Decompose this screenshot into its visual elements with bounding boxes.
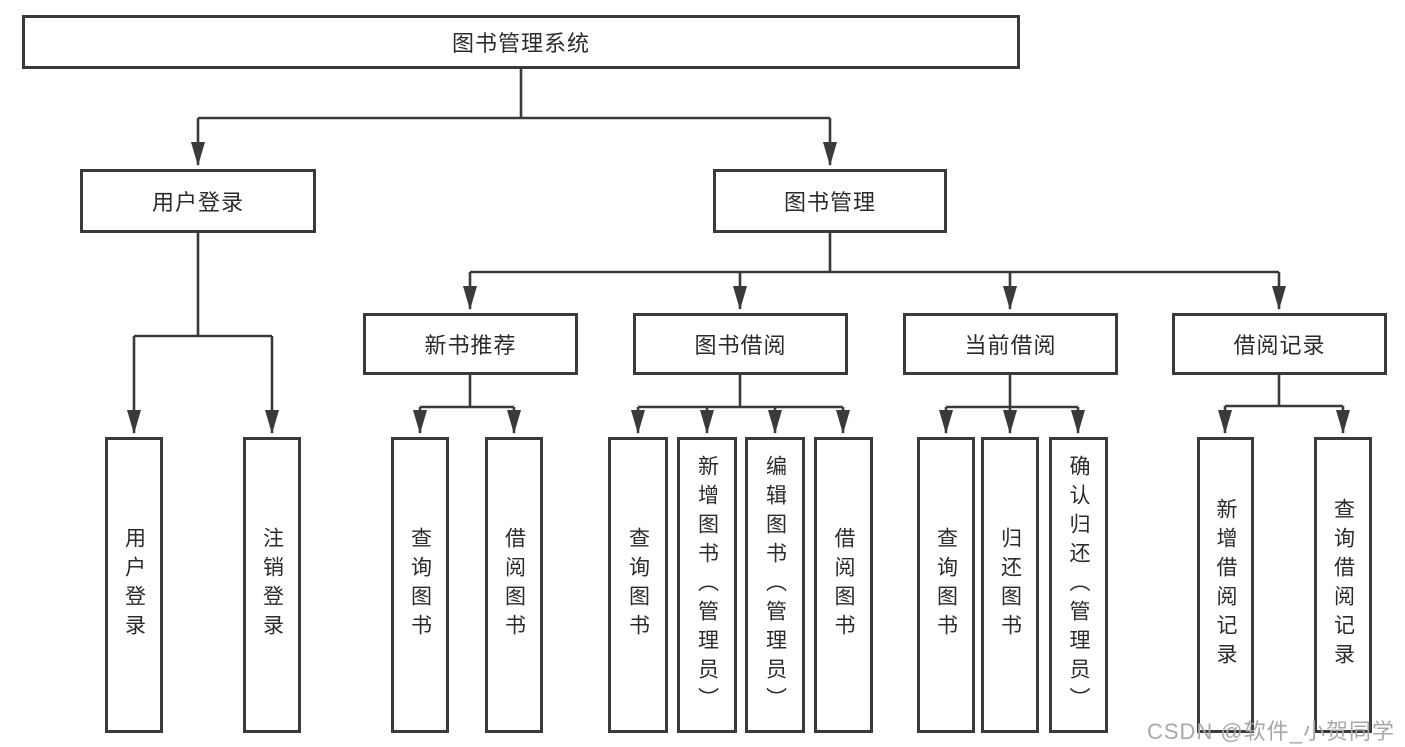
leaf-bb-edit-book-admin: 编辑图书（管理员） (745, 437, 805, 733)
node-book-management: 图书管理 (713, 169, 947, 233)
node-root-system: 图书管理系统 (22, 15, 1020, 69)
leaf-logout-label: 注销登录 (260, 527, 284, 643)
leaf-bb-edit-book-admin-label: 编辑图书（管理员） (763, 454, 787, 716)
leaf-cb-return-book-label: 归还图书 (998, 527, 1022, 643)
leaf-br-add-record: 新增借阅记录 (1197, 437, 1254, 733)
leaf-cb-query-book: 查询图书 (917, 437, 975, 733)
node-current-borrowing-label: 当前借阅 (964, 333, 1057, 358)
leaf-br-query-record: 查询借阅记录 (1314, 437, 1372, 733)
leaf-br-query-record-label: 查询借阅记录 (1331, 498, 1355, 672)
node-user-login: 用户登录 (80, 169, 316, 233)
leaf-bb-add-book-admin-label: 新增图书（管理员） (695, 454, 719, 716)
leaf-bb-borrow-book: 借阅图书 (814, 437, 873, 733)
node-book-management-label: 图书管理 (783, 190, 876, 215)
node-root-label: 图书管理系统 (451, 31, 590, 56)
leaf-rec-borrow-book-label: 借阅图书 (502, 527, 526, 643)
leaf-cb-return-book: 归还图书 (981, 437, 1039, 733)
node-user-login-label: 用户登录 (151, 190, 244, 215)
node-borrowing-records: 借阅记录 (1172, 313, 1387, 375)
node-book-borrowing: 图书借阅 (633, 313, 848, 375)
leaf-logout: 注销登录 (243, 437, 301, 733)
leaf-user-login-label: 用户登录 (122, 527, 146, 643)
leaf-bb-add-book-admin: 新增图书（管理员） (677, 437, 737, 733)
leaf-br-add-record-label: 新增借阅记录 (1214, 498, 1237, 672)
leaf-bb-borrow-book-label: 借阅图书 (832, 527, 855, 643)
leaf-cb-confirm-return-admin-label: 确认归还（管理员） (1067, 454, 1090, 716)
leaf-rec-query-book-label: 查询图书 (408, 527, 432, 643)
leaf-bb-query-book: 查询图书 (608, 437, 668, 733)
leaf-cb-query-book-label: 查询图书 (934, 527, 958, 643)
leaf-user-login: 用户登录 (105, 437, 163, 733)
leaf-cb-confirm-return-admin: 确认归还（管理员） (1049, 437, 1108, 733)
node-current-borrowing: 当前借阅 (903, 313, 1118, 375)
node-borrowing-records-label: 借阅记录 (1233, 333, 1326, 358)
leaf-bb-query-book-label: 查询图书 (626, 527, 650, 643)
node-book-borrowing-label: 图书借阅 (694, 333, 787, 358)
node-new-book-recommend-label: 新书推荐 (424, 333, 517, 358)
node-new-book-recommend: 新书推荐 (363, 313, 578, 375)
leaf-rec-borrow-book: 借阅图书 (485, 437, 543, 733)
leaf-rec-query-book: 查询图书 (391, 437, 449, 733)
